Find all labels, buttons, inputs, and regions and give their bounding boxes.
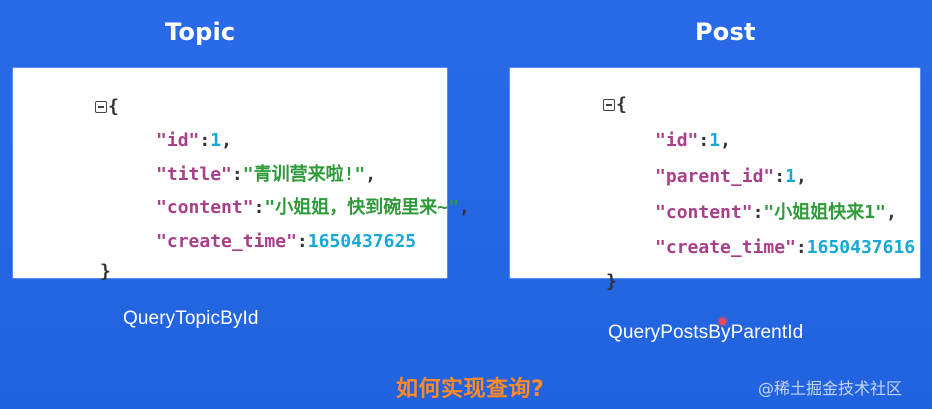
topic-field-title: "title":"青训营来啦!", bbox=[156, 164, 377, 185]
json-value: 1650437616 bbox=[806, 237, 916, 258]
json-key: "content" bbox=[655, 202, 753, 223]
post-json-open: { bbox=[538, 78, 627, 132]
json-value: 1 bbox=[210, 130, 222, 151]
topic-json-close: } bbox=[100, 261, 111, 282]
watermark: @稀土掘金技术社区 bbox=[758, 379, 903, 398]
topic-field-create-time: "create_time":1650437625 bbox=[156, 231, 417, 252]
json-value: 1 bbox=[785, 166, 796, 187]
pointer-dot-icon bbox=[719, 318, 726, 325]
json-value: 1650437625 bbox=[307, 231, 417, 252]
json-key: "id" bbox=[655, 130, 699, 151]
topic-json-open: { bbox=[30, 80, 119, 134]
json-key: "create_time" bbox=[655, 237, 796, 258]
json-key: "title" bbox=[156, 164, 232, 185]
post-field-id: "id":1, bbox=[655, 130, 731, 151]
post-caption: QueryPostsByParentId bbox=[608, 322, 804, 343]
collapse-toggle-icon[interactable] bbox=[95, 101, 108, 113]
json-value: 1 bbox=[709, 130, 721, 151]
post-title: Post bbox=[695, 18, 756, 46]
post-field-parent-id: "parent_id":1, bbox=[655, 166, 807, 187]
json-value: "小姐姐快来1" bbox=[763, 202, 886, 223]
json-value: "青训营来啦!" bbox=[242, 164, 366, 185]
topic-title: Topic bbox=[165, 18, 236, 46]
post-field-create-time: "create_time":1650437616 bbox=[655, 237, 916, 258]
json-key: "id" bbox=[156, 130, 200, 151]
json-key: "content" bbox=[156, 197, 254, 218]
collapse-toggle-icon[interactable] bbox=[603, 99, 616, 111]
topic-field-content: "content":"小姐姐，快到碗里来~", bbox=[156, 197, 470, 218]
topic-caption: QueryTopicById bbox=[123, 308, 259, 329]
json-key: "parent_id" bbox=[655, 166, 775, 187]
topic-json-panel: { "id":1, "title":"青训营来啦!", "content":"小… bbox=[13, 68, 470, 281]
topic-field-id: "id":1, bbox=[156, 130, 232, 151]
question-text: 如何实现查询? bbox=[396, 377, 545, 402]
json-key: "create_time" bbox=[156, 231, 297, 252]
json-value: "小姐姐，快到碗里来~" bbox=[264, 197, 459, 218]
post-json-close: } bbox=[606, 271, 617, 292]
post-field-content: "content":"小姐姐快来1", bbox=[655, 202, 897, 223]
post-json-panel: { "id":1, "parent_id":1, "content":"小姐姐快… bbox=[510, 68, 920, 291]
